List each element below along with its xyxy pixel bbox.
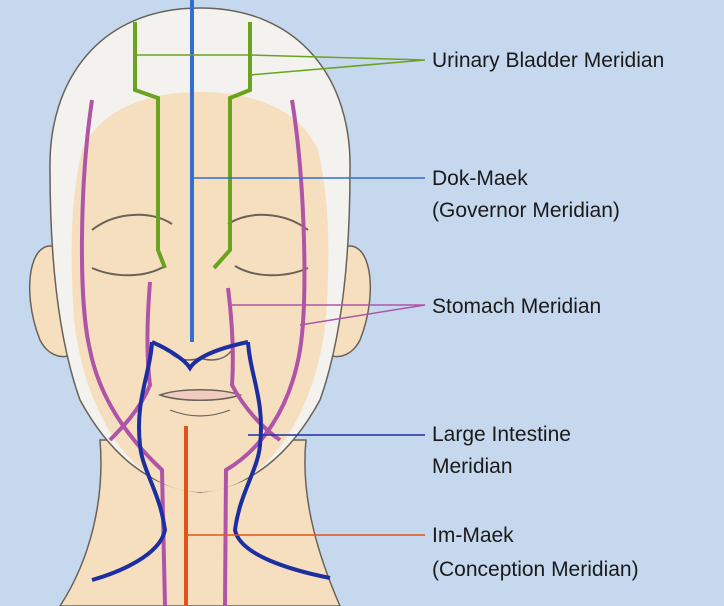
label-urinary-bladder: Urinary Bladder Meridian [432, 46, 664, 76]
label-conception-meridian: (Conception Meridian) [432, 555, 639, 585]
mouth [160, 390, 240, 401]
label-stomach: Stomach Meridian [432, 292, 601, 322]
label-large-intestine-meridian: Meridian [432, 452, 513, 482]
label-large-intestine: Large Intestine [432, 420, 571, 450]
label-dok-maek: Dok-Maek [432, 164, 528, 194]
label-governor-meridian: (Governor Meridian) [432, 196, 620, 226]
face [72, 92, 329, 492]
label-im-maek: Im-Maek [432, 521, 514, 551]
